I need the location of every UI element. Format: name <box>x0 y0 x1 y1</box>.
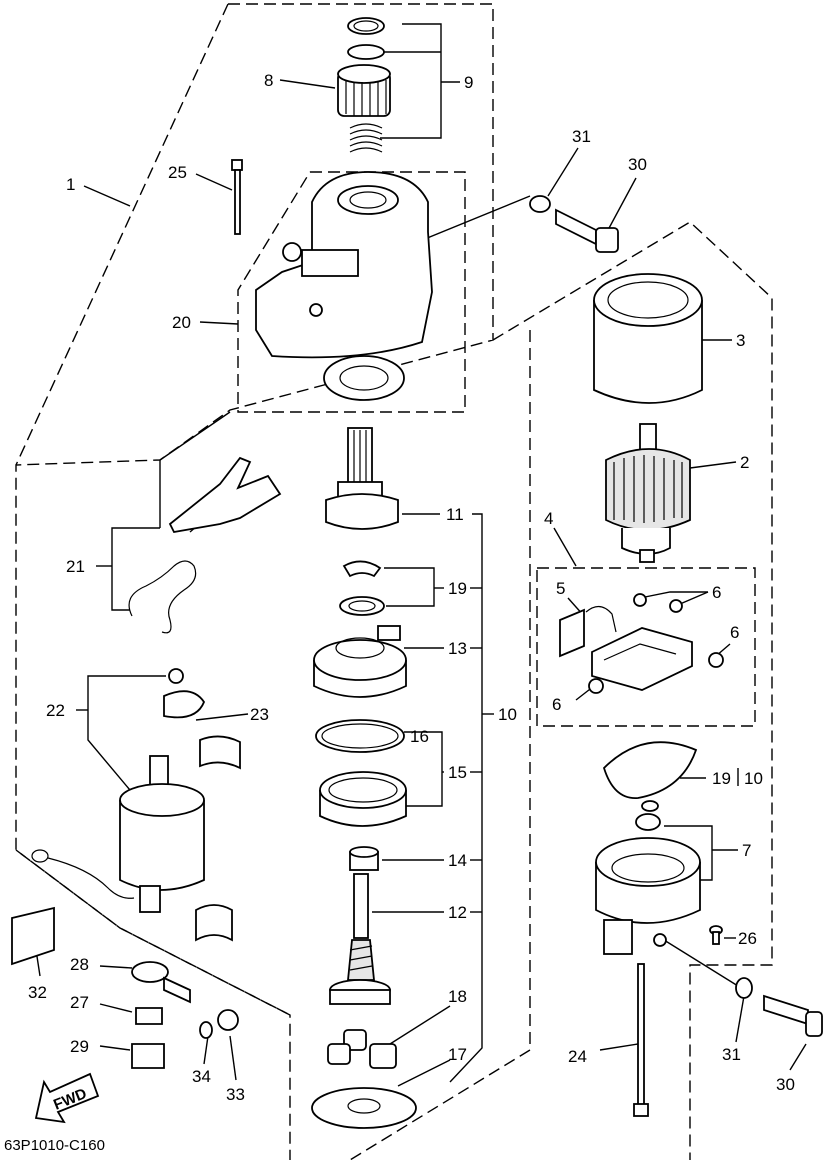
washer-upper <box>529 195 551 213</box>
callout-27: 27 <box>70 993 89 1012</box>
brush-holder <box>559 593 724 694</box>
internal-gear <box>319 771 407 827</box>
callout-6b: 6 <box>730 623 739 642</box>
leader-lines <box>35 23 807 1087</box>
snap-rings <box>339 560 385 616</box>
yoke <box>593 273 703 404</box>
end-plate <box>602 741 698 799</box>
callout-8: 8 <box>264 71 273 90</box>
callout-33: 33 <box>226 1085 245 1104</box>
bolt-upper <box>555 208 619 253</box>
callout-5: 5 <box>556 579 565 598</box>
callout-9: 9 <box>464 73 473 92</box>
callout-20: 20 <box>172 313 191 332</box>
planet-gears <box>327 1029 397 1069</box>
callout-28: 28 <box>70 955 89 974</box>
shift-lever <box>128 456 282 634</box>
callout-22: 22 <box>46 701 65 720</box>
planet-carrier-housing <box>313 625 407 698</box>
fwd-arrow: FWD <box>34 1072 100 1124</box>
callout-7: 7 <box>742 841 751 860</box>
callout-13: 13 <box>448 639 467 658</box>
pinion-retainer-rings <box>347 17 385 153</box>
callout-4: 4 <box>544 509 553 528</box>
washer-lower <box>735 977 753 999</box>
through-bolt <box>231 159 243 235</box>
callout-18: 18 <box>448 987 467 1006</box>
callout-3: 3 <box>736 331 745 350</box>
callout-15: 15 <box>448 763 467 782</box>
lock-washer <box>199 1021 213 1039</box>
callout-25: 25 <box>168 163 187 182</box>
diagram-code: 63P1010-C160 <box>4 1137 105 1154</box>
callout-12: 12 <box>448 903 467 922</box>
gasket-ring <box>315 719 405 753</box>
callout-23: 23 <box>250 705 269 724</box>
callout-31b: 31 <box>722 1045 741 1064</box>
front-bearing <box>323 355 405 401</box>
parts-artwork <box>11 17 823 1129</box>
pinion-shaft <box>325 427 399 530</box>
assembly-boundaries <box>15 3 773 1160</box>
callout-17: 17 <box>448 1045 467 1064</box>
callout-numbers: 1 2 3 4 5 6 6 6 6 7 8 9 10 11 12 13 14 1… <box>28 71 795 1104</box>
callout-21: 21 <box>66 557 85 576</box>
callout-19a: 19 <box>448 579 467 598</box>
front-cover <box>255 171 433 359</box>
nut <box>217 1009 239 1031</box>
screw <box>709 925 723 945</box>
callout-19b: 19 <box>712 769 731 788</box>
callout-10: 10 <box>498 705 517 724</box>
callout-11: 11 <box>446 505 464 524</box>
callout-31a: 31 <box>572 127 591 146</box>
rubber-cushion <box>195 735 241 942</box>
rear-housing <box>595 813 701 955</box>
terminal-parts <box>131 961 191 1069</box>
callout-16: 16 <box>410 727 429 746</box>
callout-29: 29 <box>70 1037 89 1056</box>
solenoid <box>31 668 206 913</box>
callout-26: 26 <box>738 929 757 948</box>
callout-30b: 30 <box>776 1075 795 1094</box>
callout-2: 2 <box>740 453 749 472</box>
planetary-shaft <box>329 873 391 1005</box>
callout-32: 32 <box>28 983 47 1002</box>
callout-1: 1 <box>66 175 75 194</box>
long-bolt <box>633 963 649 1117</box>
callout-6a: 6 <box>712 583 721 602</box>
washer-plate <box>311 1087 417 1129</box>
callout-14: 14 <box>448 851 467 870</box>
bolt-lower <box>763 994 823 1037</box>
armature <box>605 423 691 563</box>
label-plate <box>11 906 55 966</box>
callout-30a: 30 <box>628 155 647 174</box>
callout-24: 24 <box>568 1047 587 1066</box>
callout-34: 34 <box>192 1067 211 1086</box>
callout-6c: 6 <box>552 695 561 714</box>
callout-10b: 10 <box>744 769 763 788</box>
pinion-gear <box>337 64 391 117</box>
bushing <box>349 846 379 871</box>
